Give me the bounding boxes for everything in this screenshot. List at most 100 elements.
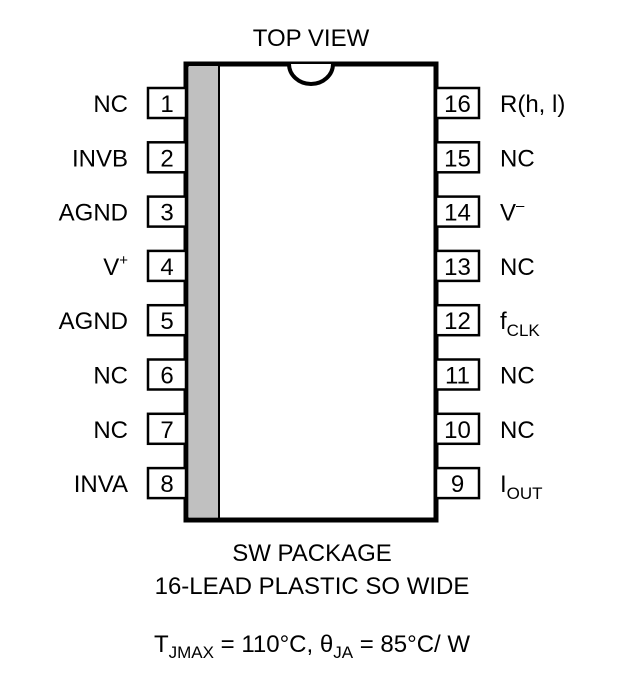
right-pin-label-12: fCLK [500,308,540,340]
pin-15: 15 NC [434,141,535,174]
pin-number: 16 [444,91,471,118]
pin-label-text: NC [93,363,128,390]
package-description: 16-LEAD PLASTIC SO WIDE [155,573,470,600]
pin-box [434,249,481,283]
pin-number: 9 [451,471,464,498]
left-pin-label-7: NC [93,417,128,444]
pin-4: 4 V+ [103,249,188,283]
pin-label-text: INVA [74,471,128,498]
pin-number: 1 [160,91,173,118]
theta-subscript: JA [333,643,354,662]
pin-label-text: NC [500,145,535,172]
pin-8: 8 INVA [74,466,188,500]
pin-number: 10 [444,417,471,444]
pin-label-text: NC [93,417,128,444]
pin-13: 13 NC [434,249,535,283]
pin-10: 10 NC [434,412,535,446]
pin-7: 7 NC [93,412,188,446]
pin-label-superscript: + [119,252,128,269]
pin-number: 12 [444,308,471,335]
pin-11: 11 NC [434,358,535,391]
pin-label-text: NC [500,363,535,390]
pin-number: 13 [444,254,471,281]
pin-box [434,86,481,120]
pin-label-subscript: OUT [507,484,543,503]
theta-symbol: θ [320,631,333,658]
pin-number: 2 [160,145,173,172]
t-subscript: JMAX [169,643,214,662]
pin-number: 14 [444,200,471,227]
ic-package-body [183,61,439,523]
pin-label-text: R(h, l) [500,91,565,118]
pin-label-text: V [103,254,119,281]
pin-12: 12 fCLK [434,303,540,340]
pin-box [434,141,481,174]
pin-box [146,141,188,174]
pin-box [146,358,188,391]
pin-label-text: AGND [59,308,128,335]
pin-box [434,466,481,500]
pin-label-text: I [500,471,507,498]
theta-value: = 85°C/ W [353,631,470,658]
pin-box [434,303,481,337]
right-pin-label-11: NC [500,363,535,390]
pin-2: 2 INVB [72,141,188,174]
pin-label-text: V [500,200,516,227]
pin-box [146,195,188,228]
orientation-notch [287,63,335,86]
pin-box [146,412,188,446]
left-pin-label-2: INVB [72,145,128,172]
package-outline [183,61,439,523]
pin-box [434,358,481,391]
pin-label-subscript: CLK [507,321,541,340]
left-pin-label-6: NC [93,363,128,390]
pin-9: 9 IOUT [434,466,543,503]
right-pin-label-10: NC [500,417,535,444]
pin-label-text: INVB [72,145,128,172]
right-pin-label-13: NC [500,254,535,281]
pin-box [146,303,188,337]
left-pin-label-5: AGND [59,308,128,335]
right-pin-label-16: R(h, l) [500,91,565,118]
left-pin-label-3: AGND [59,200,128,227]
pin-box [434,412,481,446]
pin-label-text: NC [500,254,535,281]
pin-box [146,86,188,120]
pin-number: 8 [160,471,173,498]
pin-number: 6 [160,363,173,390]
t-value: = 110°C, [214,631,320,658]
right-pin-label-14: V– [500,198,525,227]
pin-number: 15 [444,145,471,172]
pin-6: 6 NC [93,358,188,391]
pin-label-text: f [500,308,507,335]
pin-label-superscript: – [516,198,525,215]
left-pin-label-1: NC [93,91,128,118]
pin-number: 7 [160,417,173,444]
pin-5: 5 AGND [59,303,188,337]
pin-box [146,466,188,500]
left-pin-label-4: V+ [103,252,128,281]
left-pin-label-8: INVA [74,471,128,498]
right-pin-label-9: IOUT [500,471,543,503]
pin-16: 16 R(h, l) [434,86,565,120]
pin-3: 3 AGND [59,195,188,228]
pin-box [146,249,188,283]
top-view-label: TOP VIEW [253,25,370,52]
pin1-stripe [189,66,219,517]
pin-1: 1 NC [93,86,188,120]
pin-box [434,195,481,228]
pin-label-text: AGND [59,200,128,227]
pin-number: 3 [160,200,173,227]
pin-label-text: NC [93,91,128,118]
pin-label-text: NC [500,417,535,444]
pin-number: 5 [160,308,173,335]
thermal-spec: TJMAX = 110°C, θJA = 85°C/ W [154,631,470,662]
t-symbol: T [154,631,169,658]
pin-number: 4 [160,254,173,281]
pin-number: 11 [445,363,470,390]
right-pin-label-15: NC [500,145,535,172]
package-name: SW PACKAGE [232,540,392,567]
